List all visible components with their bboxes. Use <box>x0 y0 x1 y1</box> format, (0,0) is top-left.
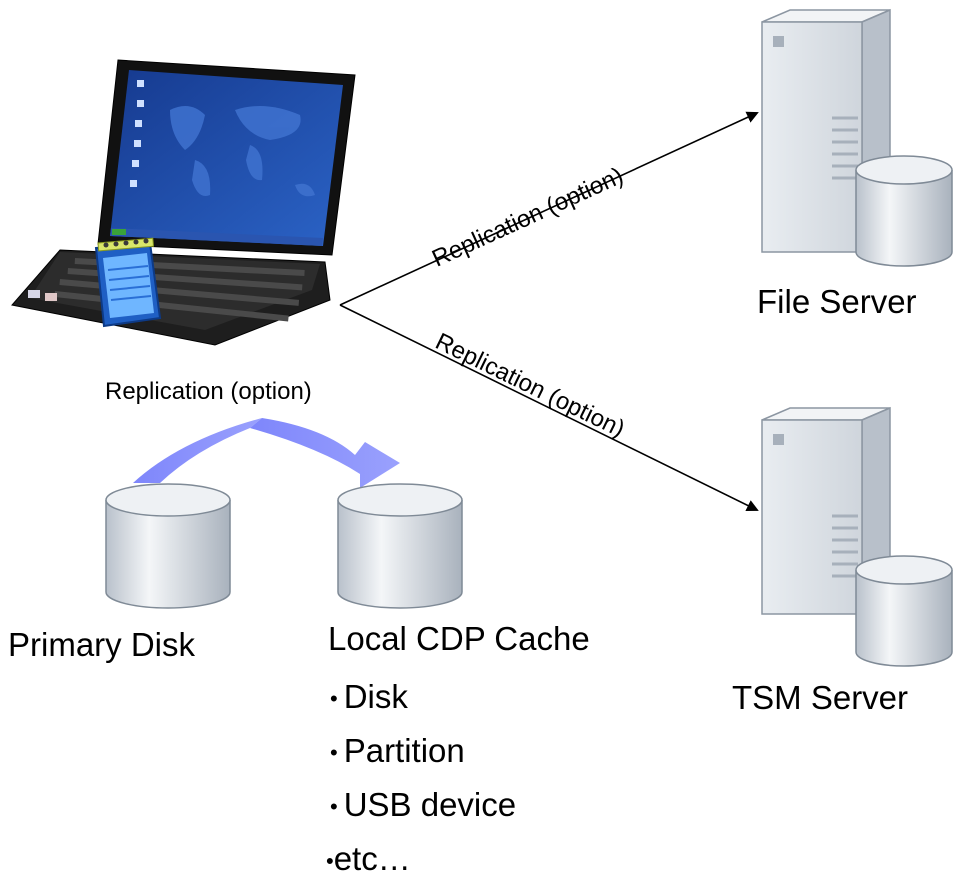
cache-option-item: •USB device <box>330 786 517 823</box>
laptop-icon <box>11 59 356 346</box>
cache-option-item: •Partition <box>330 732 465 769</box>
primary-disk-label: Primary Disk <box>8 626 195 663</box>
replication-label-local: Replication (option) <box>105 378 312 405</box>
cache-options-list: •Disk •Partition •USB device •etc… <box>326 670 517 886</box>
local-cache-disk-icon <box>337 483 463 609</box>
local-replication-arrow <box>133 418 400 488</box>
replication-connector-bottom <box>339 304 759 511</box>
replication-connector-top <box>339 111 759 306</box>
cache-option-item: •Disk <box>330 678 408 715</box>
primary-disk-icon <box>105 483 231 609</box>
tsm-server-disk-icon <box>855 555 953 667</box>
tsm-server-label: TSM Server <box>732 679 909 716</box>
cache-option-item: •etc… <box>326 840 411 877</box>
local-cache-label: Local CDP Cache <box>328 620 590 657</box>
file-server-disk-icon <box>855 155 953 267</box>
file-server-label: File Server <box>757 283 917 320</box>
notepad-icon <box>94 237 162 328</box>
